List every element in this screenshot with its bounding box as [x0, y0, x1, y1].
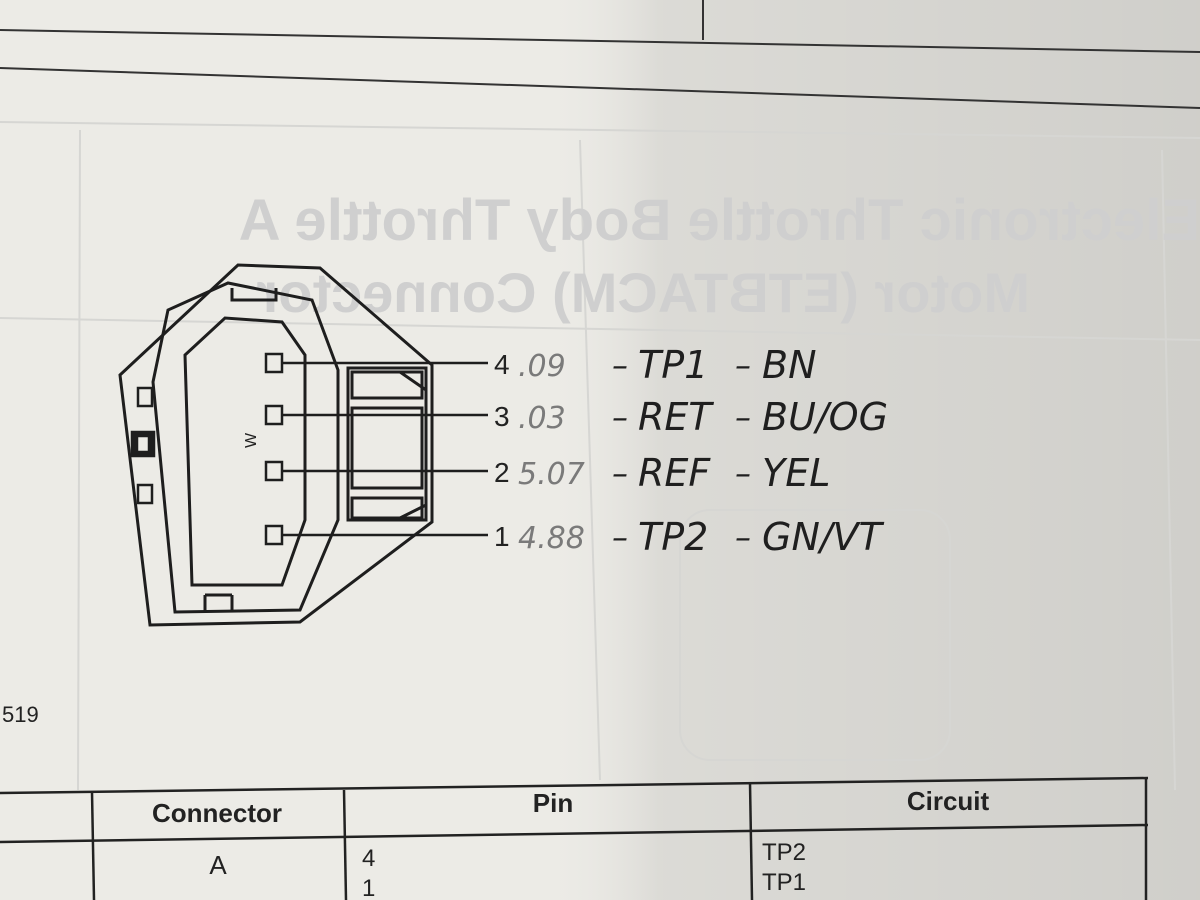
pin-voltage-reading: 4.88 [518, 521, 585, 556]
connector-outline [118, 263, 434, 627]
mirrored-title: Electronic Throttle Body Throttle A Moto… [239, 188, 1200, 324]
side-marker-squares [130, 386, 156, 505]
pin-wire-color: BN [762, 343, 817, 387]
pin-voltage-reading: 5.07 [518, 457, 585, 492]
dash-separator: – [735, 346, 751, 384]
pin-row: 4.09–TP1–BN [264, 343, 817, 387]
pin-row: 3.03–RET–BU/OG [264, 395, 888, 439]
dash-separator: – [735, 454, 751, 492]
mirrored-title-line-1: Electronic Throttle Body Throttle A [239, 188, 1200, 253]
table-cell-connector: A [209, 850, 227, 880]
dash-separator: – [612, 454, 628, 492]
pin-number: 3 [494, 401, 510, 432]
pin-circuit-name: RET [638, 395, 714, 439]
pin-number: 2 [494, 457, 510, 488]
page-reference: 519 [2, 702, 39, 727]
pin-voltage-reading: .09 [518, 349, 566, 384]
mirrored-title-line-2: Motor (ETBTACM) Connector [257, 261, 1031, 324]
table-cell-circuit-2: TP1 [762, 869, 806, 896]
table-header-pin: Pin [533, 788, 573, 818]
top-table-remnant [0, 0, 1200, 109]
pin-circuit-name: TP2 [638, 515, 708, 559]
pin-circuit-name: REF [638, 451, 711, 495]
table-cell-pin-2: 1 [362, 875, 375, 900]
pin-voltage-reading: .03 [518, 401, 566, 436]
show-through-grid [0, 121, 1200, 791]
pin-wire-color: BU/OG [762, 395, 888, 439]
dash-separator: – [735, 398, 751, 436]
dash-separator: – [612, 398, 628, 436]
table-header-circuit: Circuit [907, 786, 990, 816]
dash-separator: – [735, 518, 751, 556]
pin-wire-color: YEL [762, 451, 830, 495]
table-cell-circuit-1: TP2 [762, 839, 806, 866]
dash-separator: – [612, 346, 628, 384]
table-cell-pin-1: 4 [362, 845, 375, 872]
table-header-connector: Connector [152, 798, 282, 828]
connector-marking: W [243, 432, 260, 448]
dash-separator: – [612, 518, 628, 556]
pin-circuit-name: TP1 [638, 343, 708, 387]
pin-wire-color: GN/VT [762, 515, 885, 559]
circuit-table [0, 776, 1149, 900]
pin-number: 4 [494, 349, 510, 380]
pin-number: 1 [494, 521, 510, 552]
